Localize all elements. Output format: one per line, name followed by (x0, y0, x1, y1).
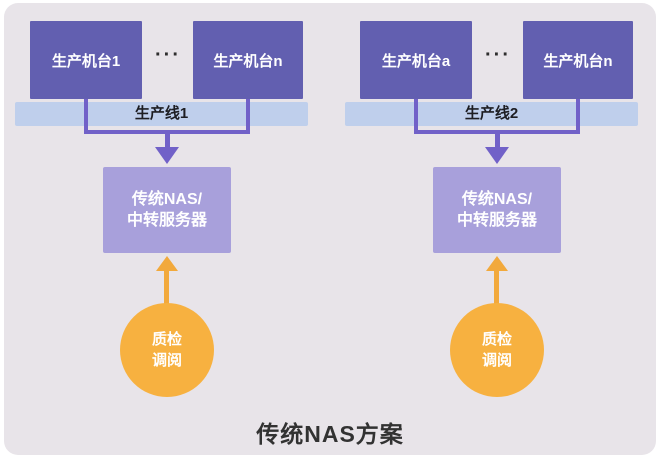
down-arrow-shaft (165, 133, 170, 148)
ellipsis-dots: ··· (155, 44, 181, 66)
qc-label-line2: 调阅 (151, 352, 182, 369)
connector-bracket-right-line (246, 99, 250, 134)
qc-circle: 质检 调阅 (450, 303, 544, 397)
qc-circle: 质检 调阅 (120, 303, 214, 397)
connector-bracket-bottom-line (414, 130, 580, 134)
production-line-group-1: 生产机台1 ··· 生产机台n 生产线1 传统NAS/ 中转服务器 质检 调阅 (0, 0, 330, 410)
ellipsis-dots: ··· (485, 44, 511, 66)
down-arrow-icon (155, 147, 179, 164)
machine-label: 生产机台a (381, 52, 451, 70)
machine-box: 生产机台n (193, 21, 303, 99)
nas-label-line2: 中转服务器 (456, 212, 537, 229)
machine-label: 生产机台n (213, 52, 283, 70)
up-arrow-shaft (494, 269, 499, 305)
qc-label-line2: 调阅 (481, 352, 512, 369)
connector-bracket-left-line (414, 99, 418, 134)
connector-bracket-right-line (576, 99, 580, 134)
down-arrow-icon (485, 147, 509, 164)
down-arrow-shaft (495, 133, 500, 148)
qc-label-line1: 质检 (481, 331, 512, 348)
up-arrow-shaft (164, 269, 169, 305)
production-line-group-2: 生产机台a ··· 生产机台n 生产线2 传统NAS/ 中转服务器 质检 调阅 (330, 0, 660, 410)
machine-label: 生产机台n (543, 52, 613, 70)
connector-bracket-left-line (84, 99, 88, 134)
nas-server-box: 传统NAS/ 中转服务器 (433, 167, 561, 253)
machine-box: 生产机台n (523, 21, 633, 99)
qc-label-line1: 质检 (151, 331, 182, 348)
production-line-bar: 生产线2 (345, 102, 638, 126)
nas-label-line1: 传统NAS/ (131, 191, 203, 208)
machine-label: 生产机台1 (51, 52, 121, 70)
up-arrow-icon (486, 256, 508, 271)
machine-box: 生产机台1 (30, 21, 142, 99)
diagram-title: 传统NAS方案 (256, 421, 404, 447)
nas-label-line2: 中转服务器 (126, 212, 207, 229)
connector-bracket-bottom-line (84, 130, 250, 134)
nas-label-line1: 传统NAS/ (461, 191, 533, 208)
nas-server-box: 传统NAS/ 中转服务器 (103, 167, 231, 253)
up-arrow-icon (156, 256, 178, 271)
machine-box: 生产机台a (360, 21, 472, 99)
production-line-bar: 生产线1 (15, 102, 308, 126)
